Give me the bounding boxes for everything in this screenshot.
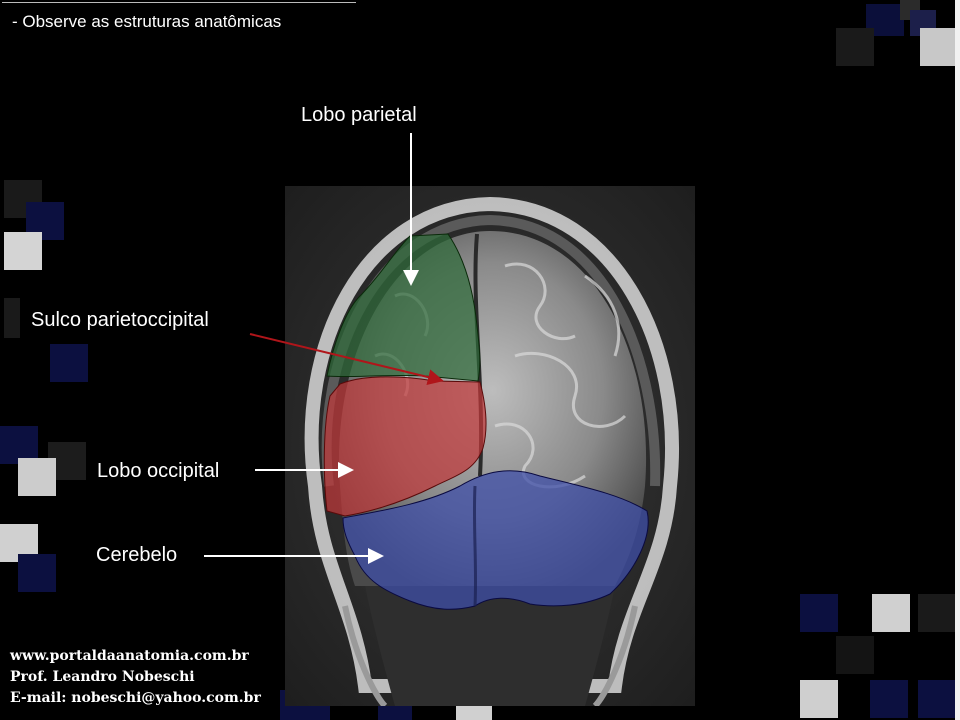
mri-image [285,186,695,706]
cerebellum-region [342,470,649,610]
header-text: - Observe as estruturas anatômicas [12,12,282,31]
label-parietoccipital-sulcus: Sulco parietoccipital [31,309,209,331]
sulcus-arrow [249,333,444,385]
parietal-lobe-region [326,233,481,382]
right-border [955,0,960,720]
credits-email: E-mail: nobeschi@yahoo.com.br [10,690,261,706]
label-parietal-lobe: Lobo parietal [301,104,417,126]
credits-site: www.portaldaanatomia.com.br [10,648,249,664]
header-strip: - Observe as estruturas anatômicas [2,2,356,33]
credits: www.portaldaanatomia.com.br Prof. Leandr… [10,646,261,709]
label-occipital-lobe: Lobo occipital [97,460,220,482]
label-cerebellum: Cerebelo [96,544,178,566]
credits-author: Prof. Leandro Nobeschi [10,669,195,685]
